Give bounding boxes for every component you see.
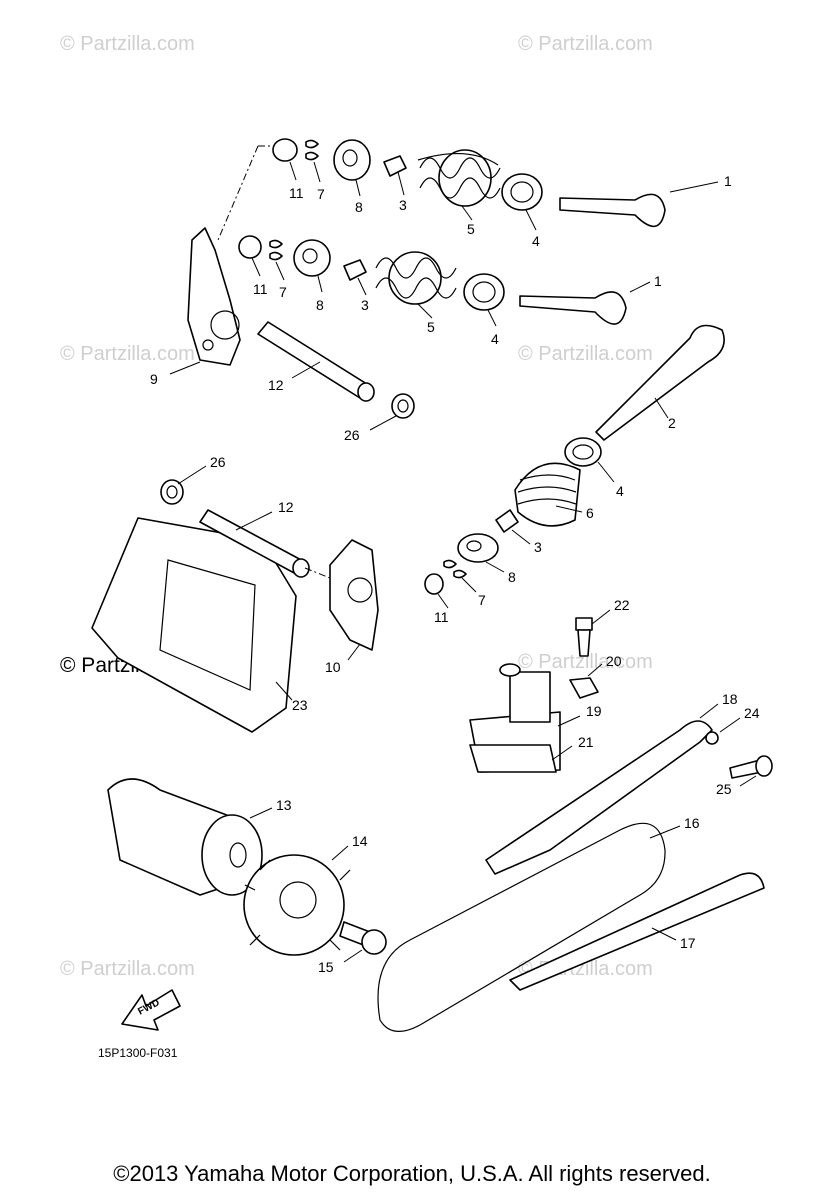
callout-number: 21 — [578, 734, 594, 750]
callout-number: 6 — [586, 505, 594, 521]
clamp-20 — [569, 677, 599, 699]
callout-number: 18 — [722, 691, 738, 707]
retainer-8 — [457, 533, 499, 563]
callout-number: 10 — [325, 659, 341, 675]
cotter-7 — [443, 559, 467, 579]
seal-3 — [343, 259, 367, 281]
watermark: © Partzilla.com — [518, 33, 653, 55]
valve-adjuster-11 — [238, 235, 262, 259]
callout-number: 3 — [534, 539, 542, 555]
sprocket-14 — [243, 854, 351, 956]
chain-guide-18 — [485, 720, 713, 875]
callout-number: 7 — [279, 284, 287, 300]
callout-number: 12 — [278, 499, 294, 515]
callout-number: 11 — [289, 185, 304, 201]
bolt-25 — [729, 755, 773, 779]
drawing-code: 15P1300-F031 — [98, 1046, 178, 1060]
washer-26 — [391, 393, 415, 419]
callout-number: 8 — [508, 569, 516, 585]
callout-number: 19 — [586, 703, 602, 719]
callout-number: 9 — [150, 371, 158, 387]
copyright-notice: ©2013 Yamaha Motor Corporation, U.S.A. A… — [113, 1161, 711, 1186]
callout-number: 15 — [318, 959, 334, 975]
chain-guide-17 — [509, 872, 765, 991]
seat-4 — [564, 437, 602, 467]
callout-number: 3 — [399, 197, 407, 213]
bolt-15 — [339, 921, 387, 955]
callout-number: 1 — [654, 273, 662, 289]
callout-number: 20 — [606, 653, 622, 669]
valve-spring-6 — [514, 462, 581, 527]
callout-number: 26 — [344, 427, 360, 443]
valve-adjuster-11 — [272, 138, 298, 162]
cotter-7 — [305, 139, 319, 161]
callout-number: 24 — [744, 705, 760, 721]
watermark: © Partzilla.com — [60, 958, 195, 980]
fwd-arrow: FWD — [121, 989, 181, 1031]
washer-26 — [160, 479, 184, 505]
callout-number: 7 — [478, 592, 486, 608]
valve-spring-5 — [375, 251, 457, 305]
rocker-shaft-12 — [199, 509, 310, 578]
retainer-8 — [333, 139, 371, 181]
rocker-shaft-12 — [257, 321, 375, 402]
cotter-7 — [269, 239, 283, 261]
callout-number: 23 — [292, 697, 308, 713]
callout-number: 25 — [716, 781, 732, 797]
callout-number: 13 — [276, 797, 292, 813]
cam-chain-16 — [377, 822, 666, 1032]
retainer-8 — [293, 239, 331, 277]
seat-4 — [463, 273, 505, 311]
camshaft-13 — [107, 778, 263, 896]
watermark: © Partzilla.com — [60, 33, 195, 55]
callout-number: 4 — [616, 483, 624, 499]
seal-3 — [495, 509, 519, 533]
callout-number: 5 — [427, 319, 435, 335]
callout-number: 8 — [355, 199, 363, 215]
callout-number: 4 — [491, 331, 499, 347]
watermark: © Partzilla.com — [518, 651, 653, 673]
callout-number: 1 — [724, 173, 732, 189]
rocker-arm-10 — [329, 539, 379, 651]
callout-number: 12 — [268, 377, 284, 393]
callout-number: 8 — [316, 297, 324, 313]
callout-number: 3 — [361, 297, 369, 313]
rocker-arm-9 — [187, 227, 241, 366]
gasket-21 — [469, 744, 557, 773]
assembly-line — [217, 145, 259, 241]
callout-number: 26 — [210, 454, 226, 470]
valve-2 — [595, 324, 725, 441]
callout-number: 11 — [434, 609, 449, 625]
watermark: © Partzilla.com — [518, 343, 653, 365]
callout-number: 4 — [532, 233, 540, 249]
callout-number: 22 — [614, 597, 630, 613]
callout-number: 2 — [668, 415, 676, 431]
seal-3 — [383, 155, 407, 177]
valve-1 — [519, 291, 627, 325]
callout-number: 14 — [352, 833, 368, 849]
callout-number: 16 — [684, 815, 700, 831]
callout-number: 5 — [467, 221, 475, 237]
callout-number: 11 — [253, 281, 268, 297]
valve-adjuster-11 — [424, 573, 444, 595]
watermark: © Partzilla.com — [60, 343, 195, 365]
valve-1 — [559, 193, 666, 228]
valve-spring-5 — [417, 149, 501, 207]
callout-number: 7 — [317, 186, 325, 202]
o-ring-24 — [705, 731, 719, 745]
callouts: 1 1 2 3 3 3 4 4 4 5 5 6 7 7 7 8 8 8 — [150, 161, 760, 975]
seat-4 — [501, 173, 543, 211]
callout-number: 17 — [680, 935, 696, 951]
